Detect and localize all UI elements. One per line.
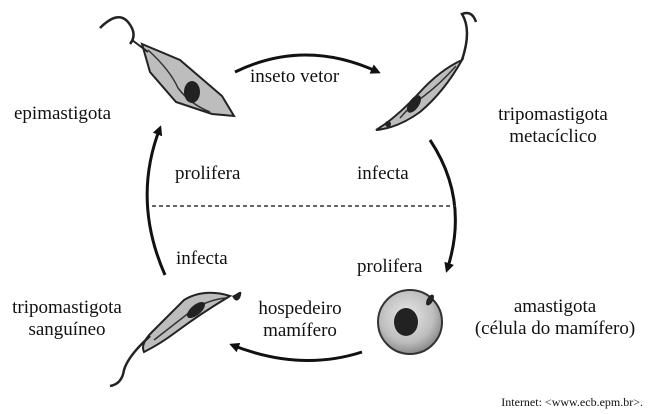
label-amastigota-line2: (célula do mamífero): [460, 318, 650, 340]
source-credit: Internet: <www.ecb.epm.br>.: [501, 394, 643, 410]
label-hospedeiro-mamifero: hospedeiro mamífero: [250, 298, 350, 342]
label-tripomastigota-sanguineo-line1: tripomastigota: [2, 297, 132, 319]
arrow-bottom: [232, 345, 362, 361]
label-tripomastigota-metaciclico: tripomastigota metacíclico: [478, 104, 628, 148]
tripomastigota-metaciclico-illustration: [376, 13, 476, 130]
label-prolifera-upper: prolifera: [175, 163, 240, 185]
label-amastigota-line1: amastigota: [460, 296, 650, 318]
label-prolifera-lower: prolifera: [357, 256, 422, 278]
arrow-right: [430, 140, 455, 270]
arrow-left: [147, 128, 165, 275]
label-tripomastigota-metaciclico-line2: metacíclico: [478, 126, 628, 148]
label-tripomastigota-sanguineo: tripomastigota sanguíneo: [2, 297, 132, 341]
amastigota-illustration: [378, 290, 442, 354]
label-amastigota: amastigota (célula do mamífero): [460, 296, 650, 340]
label-inseto-vetor: inseto vetor: [250, 66, 339, 88]
label-tripomastigota-sanguineo-line2: sanguíneo: [2, 319, 132, 341]
label-infecta-upper: infecta: [357, 163, 409, 185]
epimastigota-illustration: [100, 17, 234, 116]
label-epimastigota: epimastigota: [14, 103, 111, 125]
label-hospedeiro-mamifero-line2: mamífero: [250, 320, 350, 342]
label-hospedeiro-mamifero-line1: hospedeiro: [250, 298, 350, 320]
label-infecta-lower: infecta: [176, 248, 228, 270]
label-tripomastigota-metaciclico-line1: tripomastigota: [478, 104, 628, 126]
